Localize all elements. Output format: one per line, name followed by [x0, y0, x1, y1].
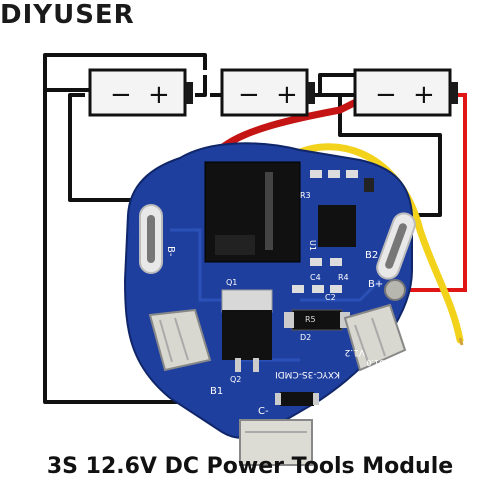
- battery-2: − +: [220, 68, 315, 117]
- battery-1-minus: −: [110, 80, 132, 110]
- label-u1: U1: [308, 240, 317, 251]
- mosfet-block: [204, 161, 301, 263]
- battery-3: − +: [353, 68, 458, 117]
- b-plus-solder: [384, 279, 406, 301]
- brand-logo: DIYUSER: [0, 0, 135, 30]
- battery-3-plus: +: [413, 80, 435, 110]
- label-c4: C4: [310, 273, 321, 282]
- resistor-r5: [284, 309, 350, 331]
- label-c2: C2: [325, 293, 336, 302]
- left-contact-tab: [148, 308, 212, 372]
- yellow-wire: [281, 143, 464, 346]
- battery-1: − +: [88, 68, 193, 117]
- label-r5: R5: [305, 315, 316, 324]
- battery-1-plus: +: [148, 80, 170, 110]
- resistor-bottom: [275, 392, 319, 406]
- battery-2-minus: −: [238, 80, 260, 110]
- b2-pad: [376, 212, 416, 280]
- battery-3-minus: −: [375, 80, 397, 110]
- label-q1: Q1: [226, 278, 237, 287]
- ic-cluster: [292, 170, 374, 293]
- label-d2: D2: [300, 333, 311, 342]
- wire-top-loop: [43, 53, 207, 92]
- right-contact-tab: [343, 303, 407, 372]
- label-version: V1.2: [345, 347, 365, 357]
- label-model: KXYC-3S-CMDI: [275, 369, 340, 379]
- wire-b1-b2: [195, 75, 207, 97]
- product-caption: 3S 12.6V DC Power Tools Module: [46, 454, 454, 479]
- bottom-contact-tab: [239, 419, 313, 466]
- label-b2: B2: [365, 250, 378, 261]
- label-r3: R3: [300, 191, 311, 200]
- battery-2-plus: +: [276, 80, 298, 110]
- label-q2: Q2: [230, 375, 241, 384]
- label-u1-0: U1.0: [366, 358, 385, 367]
- label-b-minus: B-: [165, 246, 176, 257]
- b-minus-pad: [139, 204, 163, 274]
- silkscreen: B- B2 B+ B1 C- KXYC-3S-CMDI V1.2 U1 R3 R…: [165, 191, 385, 417]
- label-c-minus: C-: [258, 406, 269, 417]
- label-r4: R4: [338, 273, 349, 282]
- label-b-plus: B+: [368, 279, 383, 290]
- transistor-q1: [221, 289, 273, 372]
- label-b1: B1: [210, 386, 223, 397]
